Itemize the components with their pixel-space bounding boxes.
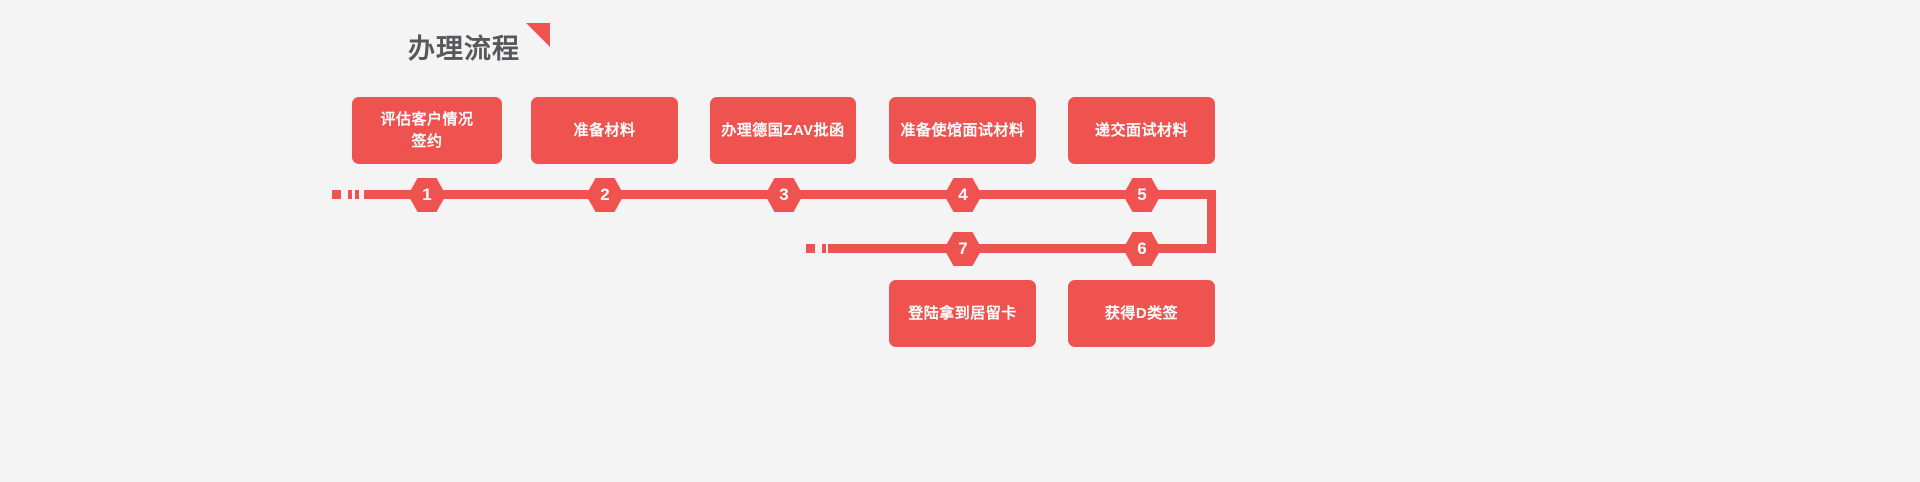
step-badge-6[interactable]: 6 <box>1123 232 1161 266</box>
step-box-7[interactable]: 登陆拿到居留卡 <box>889 280 1036 347</box>
step-badge-5[interactable]: 5 <box>1123 178 1161 212</box>
step-box-7-label: 登陆拿到居留卡 <box>908 304 1017 322</box>
step-badge-4[interactable]: 4 <box>944 178 982 212</box>
step-box-6-label: 获得D类签 <box>1104 304 1179 322</box>
step-box-5[interactable]: 递交面试材料 <box>1068 97 1215 164</box>
dash-bar-icon <box>829 244 833 253</box>
page-title: 办理流程 <box>408 23 550 68</box>
line-start-dashes-row-1 <box>332 190 362 199</box>
dash-bar-icon <box>348 190 352 199</box>
step-badge-2[interactable]: 2 <box>586 178 624 212</box>
step-box-2-label: 准备材料 <box>573 121 636 139</box>
step-box-3[interactable]: 办理德国ZAV批函 <box>710 97 856 164</box>
connector-line-vertical-turn <box>1207 190 1216 253</box>
dash-square-icon <box>806 244 815 253</box>
step-badge-7[interactable]: 7 <box>944 232 982 266</box>
step-box-1-label: 评估客户情况 签约 <box>380 110 474 150</box>
step-box-3-label: 办理德国ZAV批函 <box>721 121 845 139</box>
step-badge-1[interactable]: 1 <box>408 178 446 212</box>
page-title-text: 办理流程 <box>408 34 520 64</box>
step-box-5-label: 递交面试材料 <box>1094 121 1188 139</box>
dash-square-icon <box>332 190 341 199</box>
title-triangle-accent-icon <box>526 23 550 47</box>
step-box-1[interactable]: 评估客户情况 签约 <box>352 97 502 164</box>
step-box-4-label: 准备使馆面试材料 <box>900 121 1025 139</box>
dash-bar-icon <box>355 190 359 199</box>
step-box-4[interactable]: 准备使馆面试材料 <box>889 97 1036 164</box>
step-box-2[interactable]: 准备材料 <box>531 97 678 164</box>
step-box-6[interactable]: 获得D类签 <box>1068 280 1215 347</box>
connector-line-row-2 <box>828 244 1216 253</box>
step-badge-3[interactable]: 3 <box>765 178 803 212</box>
dash-bar-icon <box>822 244 826 253</box>
line-start-dashes-row-2 <box>806 244 836 253</box>
